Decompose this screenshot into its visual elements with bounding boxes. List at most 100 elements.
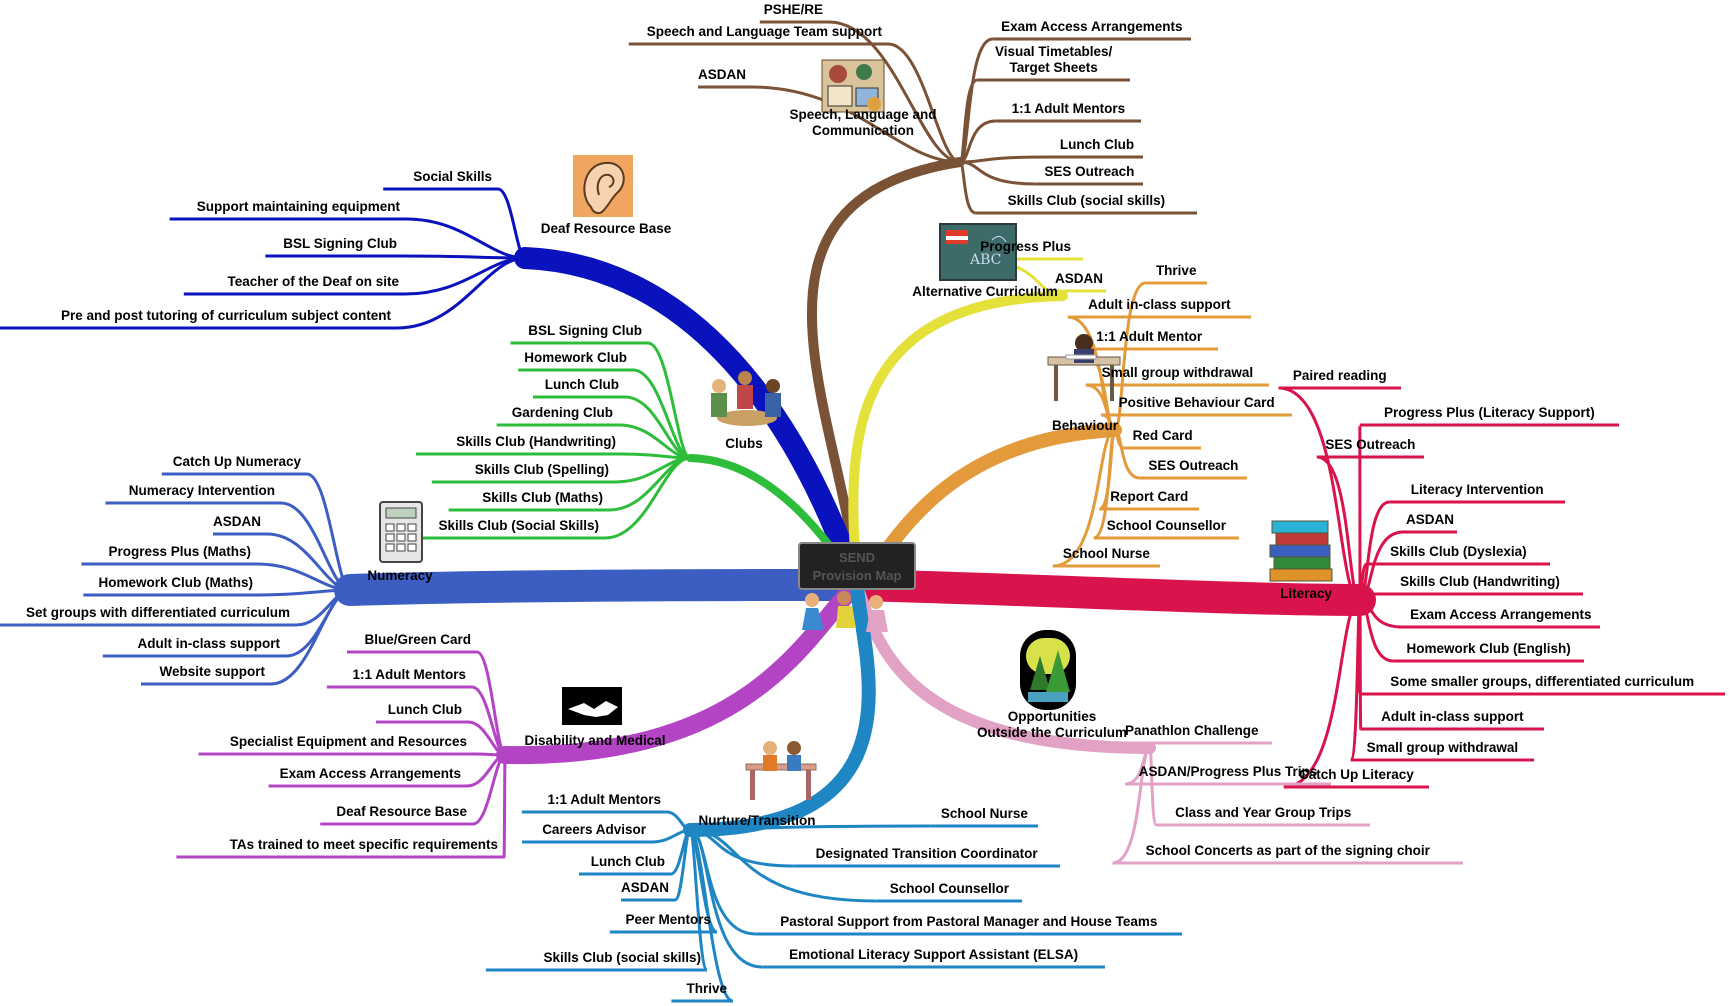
slc-item[interactable]: Target Sheets xyxy=(1009,60,1097,75)
central-topic[interactable]: SEND Provision Map xyxy=(798,542,916,590)
clubs-item[interactable]: Skills Club (Maths) xyxy=(482,490,603,505)
deaf-item[interactable]: Support maintaining equipment xyxy=(197,199,401,214)
altcur-branch-label[interactable]: Alternative Curriculum xyxy=(912,284,1058,299)
slc-connector xyxy=(828,20,961,164)
clubs-connector xyxy=(604,456,691,540)
numeracy-item[interactable]: ASDAN xyxy=(213,514,261,529)
literacy-item[interactable]: Some smaller groups, differentiated curr… xyxy=(1390,674,1694,689)
nurture-item[interactable]: School Counsellor xyxy=(890,881,1010,896)
slc-item[interactable]: 1:1 Adult Mentors xyxy=(1012,101,1126,116)
literacy-item[interactable]: Exam Access Arrangements xyxy=(1410,607,1591,622)
disability-branch-label[interactable]: Disability and Medical xyxy=(524,733,665,748)
opps-item[interactable]: School Concerts as part of the signing c… xyxy=(1146,843,1431,858)
slc-item[interactable]: SES Outreach xyxy=(1044,164,1134,179)
clubs-item[interactable]: Lunch Club xyxy=(545,377,619,392)
literacy-item[interactable]: Skills Club (Dyslexia) xyxy=(1390,544,1527,559)
nurture-item[interactable]: Designated Transition Coordinator xyxy=(816,846,1039,861)
deaf-branch-label[interactable]: Deaf Resource Base xyxy=(541,221,672,236)
behaviour-item[interactable]: Small group withdrawal xyxy=(1102,365,1254,380)
literacy-item[interactable]: Paired reading xyxy=(1293,368,1387,383)
nurture-item[interactable]: Emotional Literacy Support Assistant (EL… xyxy=(789,947,1078,962)
nurture-item[interactable]: Lunch Club xyxy=(591,854,665,869)
slc-item[interactable]: Visual Timetables/ xyxy=(995,44,1113,59)
deaf-item[interactable]: BSL Signing Club xyxy=(283,236,397,251)
slc-branch-label[interactable]: Speech, Language and xyxy=(789,107,936,122)
nurture-item[interactable]: School Nurse xyxy=(941,806,1029,821)
opps-item[interactable]: ASDAN/Progress Plus Trips xyxy=(1139,764,1318,779)
numeracy-item[interactable]: Catch Up Numeracy xyxy=(173,454,302,469)
nurture-item[interactable]: Careers Advisor xyxy=(542,822,647,837)
disability-item[interactable]: Exam Access Arrangements xyxy=(280,766,461,781)
nurture-item[interactable]: Peer Mentors xyxy=(625,912,711,927)
slc-item[interactable]: Skills Club (social skills) xyxy=(1008,193,1166,208)
clubs-item[interactable]: BSL Signing Club xyxy=(528,323,642,338)
literacy-item[interactable]: SES Outreach xyxy=(1325,437,1415,452)
clubs-item[interactable]: Homework Club xyxy=(524,350,627,365)
clubs-branch-label[interactable]: Clubs xyxy=(725,436,763,451)
altcur-item[interactable]: Progress Plus xyxy=(980,239,1071,254)
disability-item[interactable]: Lunch Club xyxy=(388,702,462,717)
disability-item[interactable]: 1:1 Adult Mentors xyxy=(352,667,466,682)
behaviour-item[interactable]: Red Card xyxy=(1133,428,1193,443)
nurture-branch-label[interactable]: Nurture/Transition xyxy=(698,813,815,828)
opps-connector xyxy=(1112,746,1152,865)
literacy-item[interactable]: ASDAN xyxy=(1406,512,1454,527)
slc-item[interactable]: Speech and Language Team support xyxy=(647,24,883,39)
literacy-item[interactable]: Progress Plus (Literacy Support) xyxy=(1384,405,1595,420)
nurture-item[interactable]: 1:1 Adult Mentors xyxy=(547,792,661,807)
deaf-item[interactable]: Teacher of the Deaf on site xyxy=(227,274,399,289)
literacy-item[interactable]: Catch Up Literacy xyxy=(1299,767,1414,782)
nurture-item[interactable]: Pastoral Support from Pastoral Manager a… xyxy=(780,914,1157,929)
disability-item[interactable]: Deaf Resource Base xyxy=(336,804,467,819)
opps-branch-label[interactable]: Outside the Curriculum xyxy=(977,725,1127,740)
disability-item[interactable]: Blue/Green Card xyxy=(364,632,471,647)
slc-branch-label[interactable]: Communication xyxy=(812,123,914,138)
numeracy-branch-label[interactable]: Numeracy xyxy=(367,568,433,583)
clubs-item[interactable]: Skills Club (Spelling) xyxy=(475,462,609,477)
behaviour-item[interactable]: Positive Behaviour Card xyxy=(1119,395,1275,410)
numeracy-item[interactable]: Website support xyxy=(159,664,265,679)
chalkboard-icon: ABC xyxy=(939,223,1017,281)
behaviour-item[interactable]: Thrive xyxy=(1156,263,1197,278)
disability-connector xyxy=(472,752,506,757)
numeracy-item[interactable]: Progress Plus (Maths) xyxy=(108,544,251,559)
literacy-item[interactable]: Literacy Intervention xyxy=(1411,482,1544,497)
slc-item[interactable]: Exam Access Arrangements xyxy=(1001,19,1182,34)
disability-item[interactable]: Specialist Equipment and Resources xyxy=(230,734,467,749)
literacy-item[interactable]: Adult in-class support xyxy=(1381,709,1524,724)
literacy-branch-label[interactable]: Literacy xyxy=(1280,586,1332,601)
literacy-item[interactable]: Skills Club (Handwriting) xyxy=(1400,574,1560,589)
opps-item[interactable]: Panathlon Challenge xyxy=(1125,723,1259,738)
behaviour-item[interactable]: Adult in-class support xyxy=(1088,297,1231,312)
behaviour-item[interactable]: Report Card xyxy=(1110,489,1188,504)
behaviour-branch-label[interactable]: Behaviour xyxy=(1052,418,1119,433)
behaviour-item[interactable]: SES Outreach xyxy=(1148,458,1238,473)
behaviour-item[interactable]: 1:1 Adult Mentor xyxy=(1096,329,1203,344)
slc-item[interactable]: Lunch Club xyxy=(1060,137,1134,152)
opps-item[interactable]: Class and Year Group Trips xyxy=(1175,805,1351,820)
nurture-item[interactable]: ASDAN xyxy=(621,880,669,895)
altcur-item[interactable]: ASDAN xyxy=(1055,271,1103,286)
numeracy-item[interactable]: Homework Club (Maths) xyxy=(98,575,253,590)
clubs-item[interactable]: Skills Club (Handwriting) xyxy=(456,434,616,449)
numeracy-item[interactable]: Set groups with differentiated curriculu… xyxy=(26,605,290,620)
numeracy-item[interactable]: Numeracy Intervention xyxy=(129,483,275,498)
deaf-connector xyxy=(405,217,526,260)
nurture-item[interactable]: Thrive xyxy=(686,981,727,996)
literacy-item[interactable]: Small group withdrawal xyxy=(1367,740,1519,755)
clubs-item[interactable]: Gardening Club xyxy=(512,405,613,420)
clubs-item[interactable]: Skills Club (Social Skills) xyxy=(438,518,599,533)
deaf-item[interactable]: Pre and post tutoring of curriculum subj… xyxy=(61,308,392,323)
nurture-item[interactable]: Skills Club (social skills) xyxy=(543,950,701,965)
literacy-item[interactable]: Homework Club (English) xyxy=(1406,641,1570,656)
disability-item[interactable]: TAs trained to meet specific requirement… xyxy=(230,837,498,852)
behaviour-item[interactable]: School Nurse xyxy=(1063,546,1151,561)
slc-item[interactable]: PSHE/RE xyxy=(764,2,823,17)
behaviour-item[interactable]: School Counsellor xyxy=(1107,518,1227,533)
slc-item[interactable]: ASDAN xyxy=(698,67,746,82)
deaf-item[interactable]: Social Skills xyxy=(413,169,492,184)
slc-connector xyxy=(958,78,978,164)
numeracy-item[interactable]: Adult in-class support xyxy=(137,636,280,651)
opps-branch-label[interactable]: Opportunities xyxy=(1008,709,1097,724)
